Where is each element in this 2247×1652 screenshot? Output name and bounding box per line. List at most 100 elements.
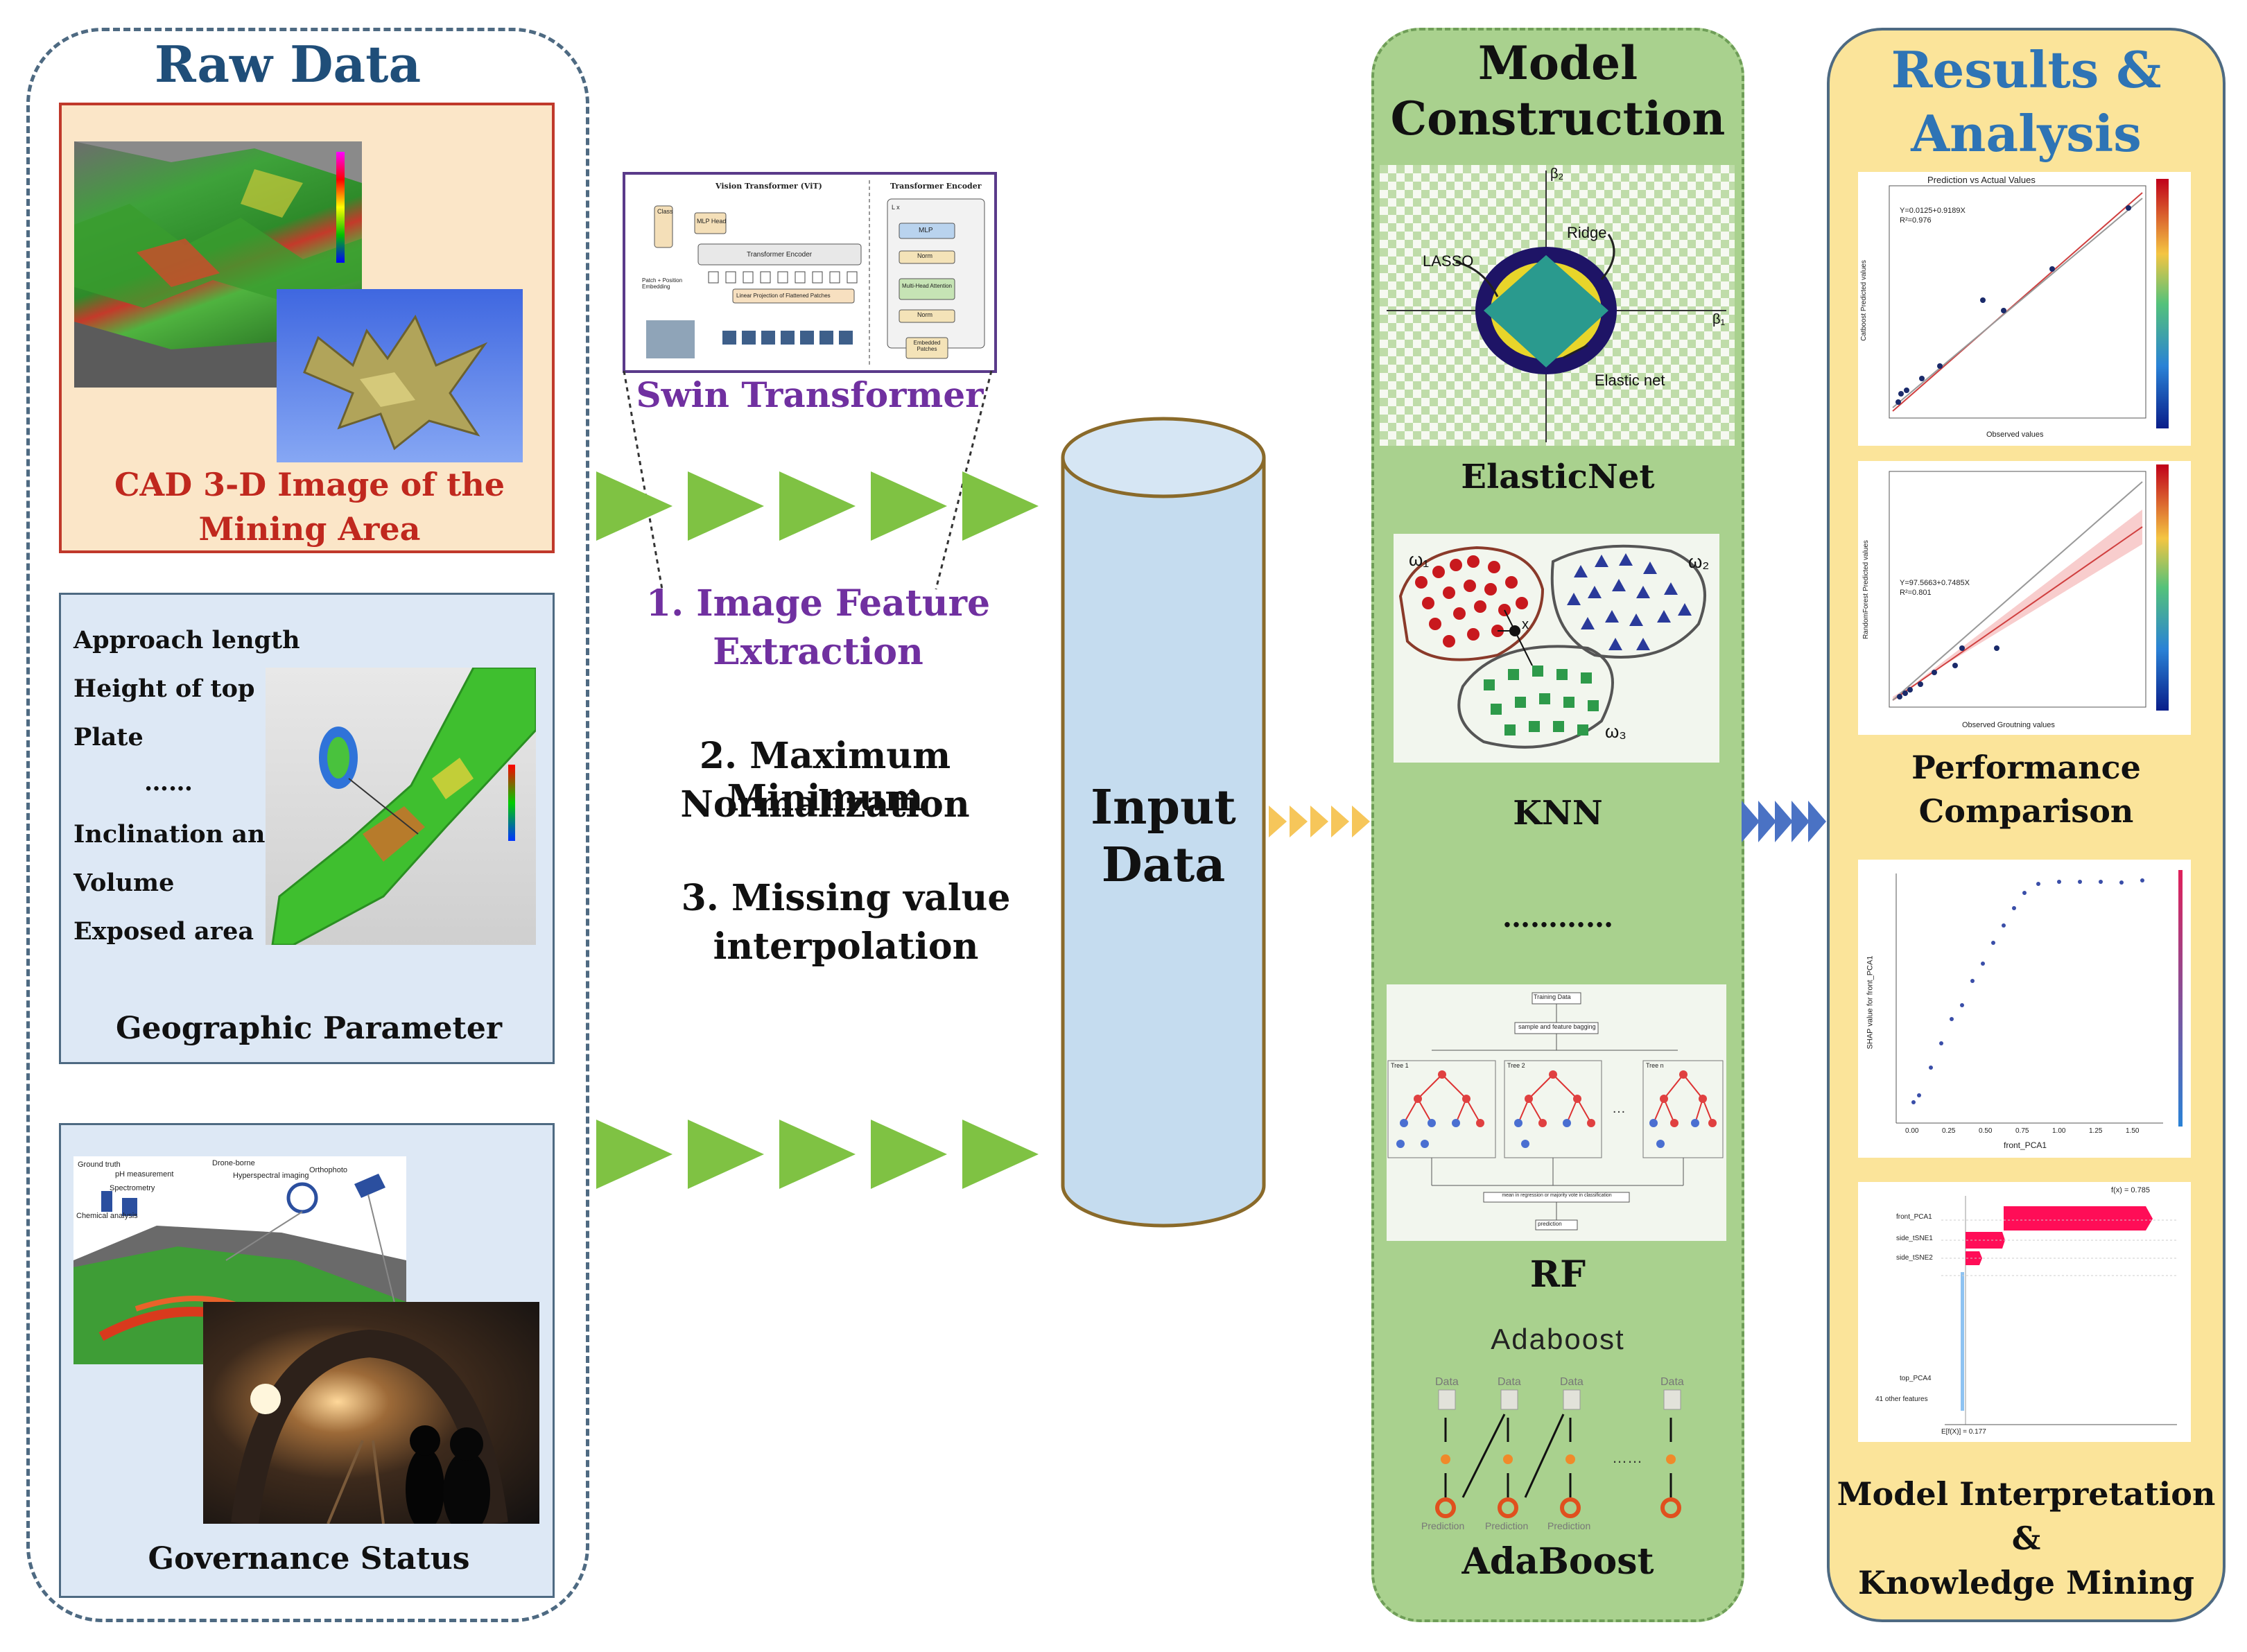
step2-line1: 2. Maximum Minimum	[699, 735, 951, 819]
ada-pred-label-1: Prediction	[1421, 1520, 1465, 1531]
cad-caption-line1: CAD 3-D Image of the	[114, 466, 505, 503]
perf-comparison-line2: Comparison	[1918, 792, 2134, 830]
shap-xtick-5: 1.25	[2089, 1127, 2103, 1135]
rf-tree1-label: Tree 1	[1391, 1062, 1409, 1069]
plot2-eq: Y=97.5663+0.7485X	[1900, 579, 1970, 587]
waterfall-row-0: front_PCA1	[1896, 1213, 1932, 1221]
elasticnet-label: ElasticNet	[1461, 458, 1655, 496]
knn-label: KNN	[1513, 794, 1603, 833]
plot-prediction-vs-actual: Prediction vs Actual Values Observed val…	[1858, 172, 2191, 446]
geo-param-6: Exposed area	[73, 917, 254, 946]
ada-data-label-1: Data	[1435, 1376, 1459, 1388]
plot1-eq: Y=0.0125+0.9189X	[1900, 207, 1966, 215]
adaboost-label: AdaBoost	[1461, 1540, 1654, 1583]
shap-dependence-plot: front_PCA1 SHAP value for front_PCA1 0.0…	[1858, 860, 2191, 1158]
vit-mlp-head-label: MLP Head	[697, 218, 727, 225]
shap-xlabel: front_PCA1	[2004, 1140, 2047, 1150]
results-title-line2: Analysis	[1911, 104, 2142, 163]
rf-bagging-label: sample and feature bagging	[1518, 1023, 1596, 1030]
rf-training-label: Training Data	[1534, 993, 1571, 1000]
arrow-row-bottom	[596, 1120, 1039, 1189]
gov-label-ph: pH measurement	[115, 1170, 174, 1179]
gov-label-orthophoto: Orthophoto	[309, 1166, 348, 1174]
ada-data-label-2: Data	[1498, 1376, 1521, 1388]
plot1-title: Prediction vs Actual Values	[1927, 175, 2036, 185]
gov-label-chemical: Chemical analysis	[76, 1212, 138, 1220]
geo-caption: Geographic Parameter	[115, 1011, 503, 1046]
shap-waterfall-plot: front_PCA1 side_tSNE1 side_tSNE2 top_PCA…	[1858, 1182, 2191, 1442]
geo-3d-model-image	[266, 668, 536, 945]
vit-title: Vision Transformer (ViT)	[715, 182, 822, 191]
ada-data-label-4: Data	[1660, 1376, 1684, 1388]
geo-param-0: Approach length	[73, 626, 300, 654]
svg-text:…: …	[1612, 1101, 1626, 1116]
rf-figure: … Training Data sample and feature baggi…	[1387, 984, 1726, 1241]
orebody-3d-image	[277, 289, 523, 462]
vit-diagram-box: Vision Transformer (ViT) Transformer Enc…	[623, 172, 997, 373]
elasticnet-figure: LASSO Ridge Elastic net β₂ β₁	[1380, 165, 1735, 446]
enc-lx-label: L x	[892, 204, 900, 211]
enc-norm2-label: Norm	[917, 311, 932, 318]
shap-xtick-1: 0.25	[1942, 1127, 1956, 1135]
model-title-line2: Construction	[1390, 92, 1726, 146]
perf-comparison-line1: Performance	[1911, 749, 2141, 786]
input-data-line2: Data	[1101, 837, 1226, 893]
geo-param-1: Height of top	[73, 675, 255, 703]
gov-label-drone: Drone-borne	[212, 1159, 255, 1167]
waterfall-row-3: top_PCA4	[1900, 1375, 1932, 1382]
ada-pred-label-3: Prediction	[1547, 1520, 1591, 1531]
geo-parameter-box: Approach length Height of top Plate …… I…	[59, 593, 555, 1064]
shap-xtick-6: 1.50	[2126, 1127, 2140, 1135]
arrow-to-results	[1742, 801, 1826, 842]
shap-xtick-0: 0.00	[1905, 1127, 1919, 1135]
waterfall-row-4: 41 other features	[1875, 1395, 1928, 1403]
interp-line2: &	[2011, 1520, 2041, 1557]
vit-dotted-connectors	[623, 370, 993, 590]
input-data-cylinder	[1061, 417, 1266, 1228]
waterfall-efx: E[f(X)] = 0.177	[1941, 1428, 1986, 1436]
step1-line1: 1. Image Feature	[645, 582, 991, 625]
shap-xtick-3: 0.75	[2015, 1127, 2029, 1135]
elasticnet-axis-y-label: β₂	[1550, 166, 1564, 182]
results-title-line1: Results &	[1891, 40, 2162, 99]
vit-patch-embed-label: Patch + Position Embedding	[642, 277, 683, 290]
input-data-line1: Input	[1091, 780, 1236, 835]
raw-data-title: Raw Data	[154, 35, 422, 94]
model-title-line1: Model	[1477, 36, 1638, 90]
adaboost-heading: Adaboost	[1491, 1323, 1625, 1355]
rf-vote-label: mean in regression or majority vote in c…	[1502, 1193, 1612, 1198]
plot-random-forest: Observed Groutning values RandomForest P…	[1858, 461, 2191, 735]
waterfall-row-2: side_tSNE2	[1896, 1254, 1933, 1262]
gov-label-hyperspectral: Hyperspectral imaging	[233, 1172, 309, 1180]
swin-transformer-label: Swin Transformer	[636, 374, 984, 415]
model-ellipsis: …………	[1502, 901, 1613, 934]
knn-w2-label: ω₂	[1688, 551, 1710, 572]
interp-line3: Knowledge Mining	[1858, 1564, 2194, 1601]
step2-line2: Normalization	[680, 783, 970, 826]
rf-tree2-label: Tree 2	[1507, 1062, 1525, 1069]
step3-line2: interpolation	[713, 925, 979, 968]
vit-class-label: Class	[657, 208, 673, 215]
tunnel-photo-image	[203, 1302, 539, 1524]
waterfall-row-1: side_tSNE1	[1896, 1235, 1933, 1242]
vit-linear-proj-label: Linear Projection of Flattened Patches	[736, 293, 831, 299]
rf-label: RF	[1529, 1253, 1586, 1296]
elasticnet-ridge-label: Ridge	[1567, 224, 1607, 241]
enc-norm1-label: Norm	[917, 252, 932, 259]
arrow-row-top	[596, 471, 1039, 541]
plot1-r2: R²=0.976	[1900, 216, 1932, 225]
cad-image-box: CAD 3-D Image of the Mining Area	[59, 103, 555, 553]
waterfall-fx: f(x) = 0.785	[2111, 1186, 2150, 1194]
raw-data-panel	[26, 28, 589, 1622]
geo-param-3: ……	[144, 768, 193, 797]
gov-label-ground-truth: Ground truth	[78, 1160, 121, 1169]
vit-encoder-label: Transformer Encoder	[747, 251, 813, 259]
step3-line1: 3. Missing value	[681, 877, 1011, 919]
shap-ylabel: SHAP value for front_PCA1	[1866, 955, 1875, 1050]
plot1-xlabel: Observed values	[1986, 431, 2044, 439]
knn-w3-label: ω₃	[1605, 721, 1626, 742]
gov-label-spectrometry: Spectrometry	[110, 1184, 155, 1192]
ada-data-label-3: Data	[1560, 1376, 1584, 1388]
elasticnet-enet-label: Elastic net	[1595, 372, 1665, 389]
svg-text:……: ……	[1612, 1449, 1642, 1466]
